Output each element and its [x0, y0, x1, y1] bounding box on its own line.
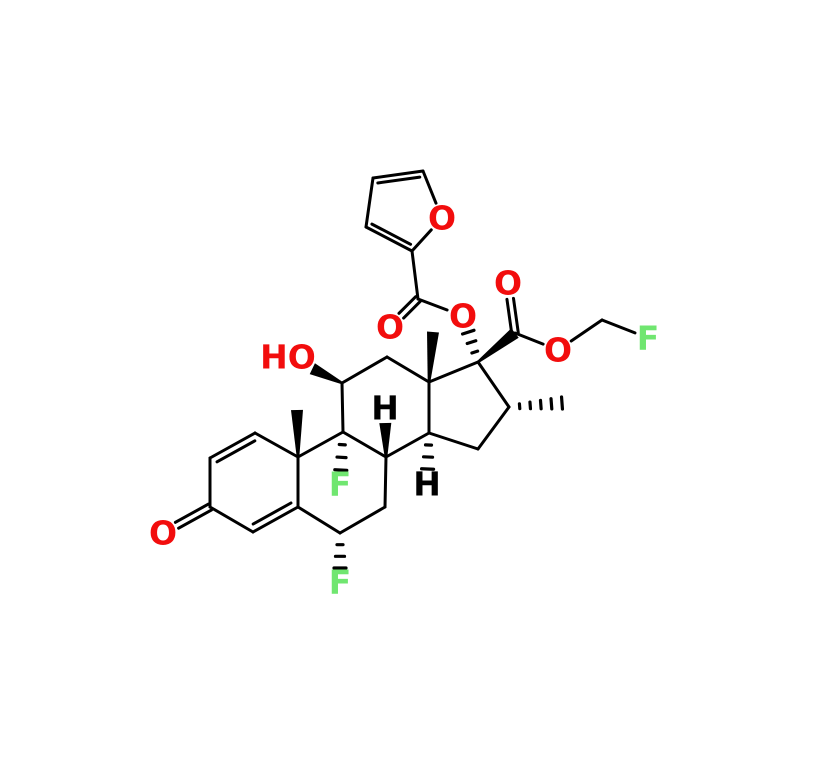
bond-double-line: [397, 295, 418, 315]
bond-double-inner: [215, 439, 257, 464]
atom-label-O: O: [149, 514, 177, 553]
bond-single: [208, 505, 255, 534]
bond-single: [296, 430, 345, 459]
bond-single: [340, 355, 389, 385]
bond-single: [410, 228, 433, 253]
bond-hash-dash: [549, 397, 554, 411]
bond-single: [340, 381, 345, 434]
bond-single: [476, 405, 511, 451]
bond-single: [427, 360, 480, 384]
bond-single: [427, 431, 480, 451]
bond-hash-dash: [538, 398, 543, 411]
bond-wedge: [427, 331, 439, 383]
bond-double-line: [177, 508, 214, 530]
bond-single: [338, 505, 387, 535]
atom-label-O: O: [376, 308, 404, 347]
bond-double-main: [208, 431, 257, 460]
bond-single: [513, 331, 545, 346]
bond-hash-dash: [465, 339, 478, 346]
bond-single: [253, 431, 300, 459]
bond-hash-dash: [460, 328, 476, 336]
bond-double-inner: [376, 175, 422, 185]
bond-hash-dash: [333, 468, 349, 472]
bond-single: [476, 360, 511, 409]
bond-wedge: [477, 328, 519, 364]
bond-single: [364, 176, 375, 229]
bond-hash-dash: [559, 395, 565, 411]
bond-single: [600, 318, 637, 335]
bond-single: [385, 355, 431, 384]
bond-single: [384, 431, 431, 459]
bond-double-inner: [251, 501, 293, 526]
bond-wedge: [309, 363, 343, 385]
bond-double-line: [505, 297, 514, 335]
atom-label-O: O: [449, 297, 477, 336]
atom-label-H: H: [413, 465, 441, 504]
atom-label-O: O: [544, 331, 572, 370]
atom-label-H: H: [371, 389, 399, 428]
atom-label-O: O: [428, 199, 456, 238]
bond-double-line: [402, 299, 422, 320]
bond-single: [341, 430, 388, 459]
bond-double-main: [251, 505, 300, 534]
atom-label-F: F: [329, 563, 352, 602]
bond-hash-dash: [470, 349, 480, 355]
bond-single: [296, 505, 342, 535]
bond-hash-dash: [335, 455, 348, 460]
bond-single: [416, 297, 449, 312]
bond-single: [569, 318, 604, 343]
bond-single: [410, 249, 420, 301]
bond-single: [383, 455, 388, 509]
atom-label-F: F: [637, 319, 660, 358]
bond-double-line: [511, 296, 520, 335]
atom-label-HO: HO: [260, 338, 316, 377]
atom-label-F: F: [329, 465, 352, 504]
bond-double-inner: [370, 222, 413, 246]
bond-double-main: [364, 225, 414, 253]
bond-wedge: [379, 422, 392, 458]
bond-double-main: [371, 169, 425, 180]
atom-label-O: O: [494, 264, 522, 303]
bond-double-line: [173, 502, 210, 524]
bond-wedge: [291, 409, 303, 458]
bond-single: [421, 169, 438, 205]
